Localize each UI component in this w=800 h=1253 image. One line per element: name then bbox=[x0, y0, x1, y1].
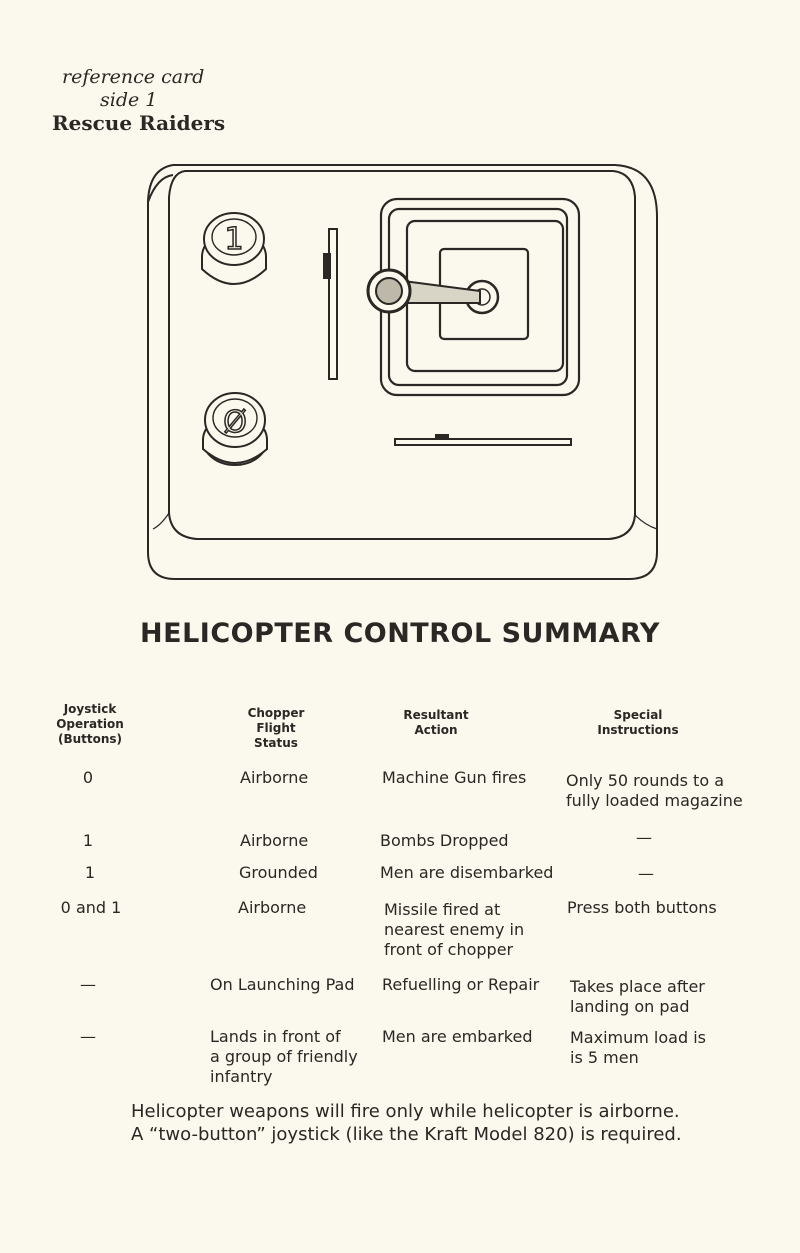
row5-operation: — bbox=[80, 975, 96, 994]
header-side: side 1 bbox=[100, 89, 158, 111]
header-game-title: Rescue Raiders bbox=[52, 111, 226, 135]
header-reference-card: reference card bbox=[62, 66, 205, 88]
row4-status: Airborne bbox=[238, 898, 307, 917]
row5-action: Refuelling or Repair bbox=[382, 975, 540, 994]
row3-operation: 1 bbox=[84, 863, 96, 882]
row4-instructions: Press both buttons bbox=[567, 898, 717, 917]
footer-line-1: Helicopter weapons will fire only while … bbox=[131, 1101, 680, 1122]
summary-title: HELICOPTER CONTROL SUMMARY bbox=[140, 618, 660, 649]
row2-operation: 1 bbox=[82, 831, 94, 850]
row1-action: Machine Gun fires bbox=[382, 768, 527, 787]
row3-instructions: — bbox=[638, 864, 654, 883]
footer-line-2: A “two-button” joystick (like the Kraft … bbox=[131, 1124, 682, 1145]
row1-instructions: Only 50 rounds to a fully loaded magazin… bbox=[566, 771, 743, 810]
button-top-label: 1 bbox=[224, 222, 243, 257]
fire-button-0-icon: Ø bbox=[202, 392, 268, 466]
row2-instructions: — bbox=[636, 828, 652, 847]
row3-action: Men are disembarked bbox=[380, 863, 554, 882]
row3-status: Grounded bbox=[239, 863, 318, 882]
column-header-status: Chopper Flight Status bbox=[247, 706, 305, 750]
column-header-operation: Joystick Operation (Buttons) bbox=[56, 702, 124, 746]
horizontal-trim-slider-icon bbox=[394, 434, 572, 446]
vertical-trim-slider-icon bbox=[323, 228, 338, 380]
footer-note: Helicopter weapons will fire only while … bbox=[131, 1100, 682, 1146]
row4-action: Missile fired at nearest enemy in front … bbox=[384, 900, 525, 959]
card-header: reference card side 1 Rescue Raiders bbox=[52, 66, 225, 135]
button-bottom-label: Ø bbox=[223, 405, 247, 440]
row5-instructions: Takes place after landing on pad bbox=[570, 977, 705, 1016]
row1-status: Airborne bbox=[240, 768, 309, 787]
column-header-instructions: Special Instructions bbox=[597, 708, 679, 737]
row6-action: Men are embarked bbox=[382, 1027, 533, 1046]
row5-status: On Launching Pad bbox=[210, 975, 355, 994]
row2-status: Airborne bbox=[240, 831, 309, 850]
row6-instructions: Maximum load is is 5 men bbox=[570, 1028, 706, 1067]
row4-operation: 0 and 1 bbox=[60, 898, 122, 917]
row6-operation: — bbox=[80, 1027, 96, 1046]
column-header-action: Resultant Action bbox=[403, 708, 469, 737]
fire-button-1-icon: 1 bbox=[201, 212, 267, 285]
joystick-stick-icon bbox=[366, 268, 500, 315]
row2-action: Bombs Dropped bbox=[380, 831, 509, 850]
row1-operation: 0 bbox=[82, 768, 94, 787]
row6-status: Lands in front of a group of friendly in… bbox=[210, 1027, 358, 1086]
joystick-illustration: 1 Ø bbox=[147, 164, 658, 580]
